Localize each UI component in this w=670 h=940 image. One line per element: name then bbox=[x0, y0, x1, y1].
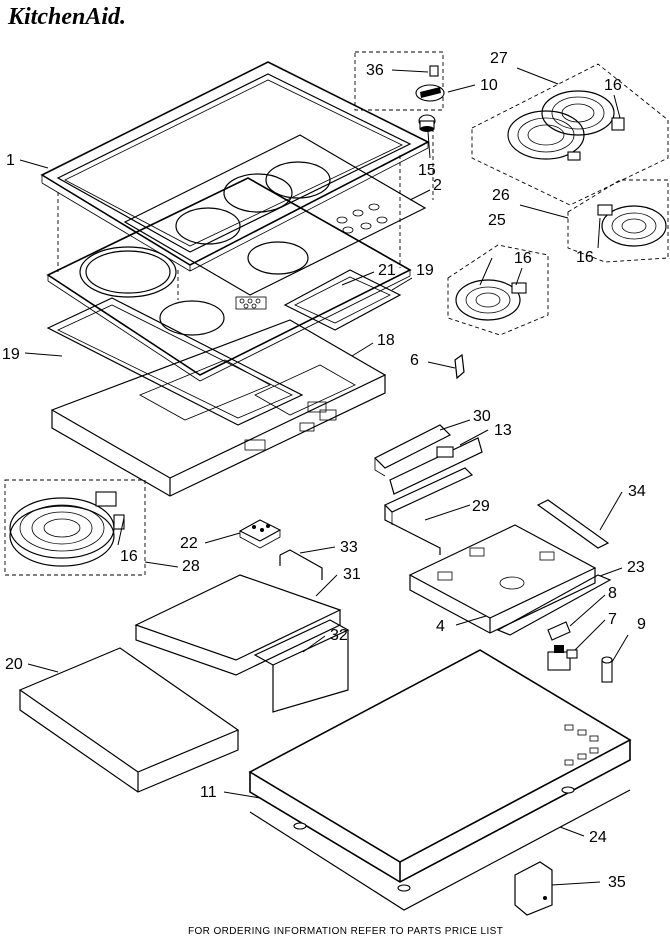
callout-32: 32 bbox=[330, 627, 348, 644]
part-21-gasket bbox=[283, 269, 402, 331]
callout-4: 4 bbox=[436, 618, 445, 635]
callout-31: 31 bbox=[343, 566, 361, 583]
callout-25: 25 bbox=[488, 212, 506, 229]
part-15-knob-base bbox=[418, 114, 436, 132]
kitchenaid-logo: KitchenAid. bbox=[7, 4, 126, 30]
callout-33: 33 bbox=[340, 539, 358, 556]
part-23-rail bbox=[496, 574, 612, 636]
callout-21: 21 bbox=[378, 262, 396, 279]
part-18-chassis bbox=[50, 319, 387, 497]
element-27-box bbox=[471, 63, 669, 206]
part-34-strip bbox=[536, 499, 610, 549]
callout-11: 11 bbox=[200, 784, 217, 801]
callout-29: 29 bbox=[472, 498, 490, 515]
callout-24: 24 bbox=[589, 829, 607, 846]
callout-10: 10 bbox=[480, 77, 498, 94]
cooktop-glass-panel bbox=[46, 177, 412, 382]
callout-34: 34 bbox=[628, 483, 646, 500]
callout-13: 13 bbox=[494, 422, 512, 439]
part-36-knob-insert bbox=[429, 65, 439, 77]
part-6-clip bbox=[454, 353, 465, 380]
callout-27: 27 bbox=[490, 50, 508, 67]
callout-19-right: 19 bbox=[416, 262, 434, 279]
part-1-trim-frame bbox=[40, 61, 430, 272]
callout-15: 15 bbox=[418, 162, 436, 179]
callout-16-small: 16 bbox=[514, 250, 532, 267]
callout-1: 1 bbox=[6, 152, 15, 169]
part-20-tray bbox=[18, 647, 240, 793]
part-28-element bbox=[9, 491, 125, 567]
part-7-switch bbox=[547, 645, 578, 671]
callout-30: 30 bbox=[473, 408, 491, 425]
element-26-box bbox=[567, 179, 669, 263]
callout-16-mid: 16 bbox=[576, 249, 594, 266]
part-19-gasket bbox=[46, 297, 304, 426]
callout-36: 36 bbox=[366, 62, 384, 79]
callout-18: 18 bbox=[377, 332, 395, 349]
part-30-bracket bbox=[373, 424, 452, 477]
callout-35: 35 bbox=[608, 874, 626, 891]
callout-19-left: 19 bbox=[2, 346, 20, 363]
knob-group-box bbox=[354, 51, 444, 111]
callout-8: 8 bbox=[608, 585, 617, 602]
callout-9: 9 bbox=[637, 616, 646, 633]
part-33-bracket bbox=[279, 549, 323, 580]
element-28-box bbox=[4, 479, 146, 576]
callout-28: 28 bbox=[182, 558, 200, 575]
part-26-element bbox=[597, 204, 667, 247]
callout-26: 26 bbox=[492, 187, 510, 204]
callout-labels: 1 2 36 10 15 27 16 26 16 25 16 21 19 19 … bbox=[2, 50, 646, 891]
alignment-lines bbox=[57, 128, 434, 300]
part-32-bracket bbox=[253, 619, 350, 713]
callout-16-top: 16 bbox=[604, 77, 622, 94]
part-35-bracket bbox=[514, 861, 553, 916]
part-4-control-box bbox=[408, 524, 597, 634]
part-9-light bbox=[601, 656, 613, 683]
part-8-bracket bbox=[547, 621, 571, 641]
callout-7: 7 bbox=[608, 611, 617, 628]
part-31-bracket bbox=[134, 574, 342, 676]
part-29-bracket bbox=[383, 467, 474, 555]
part-2-glass-top bbox=[123, 134, 427, 296]
leader-lines bbox=[19, 67, 629, 886]
part-10-knob bbox=[415, 84, 445, 102]
element-25-box bbox=[447, 244, 549, 336]
callout-6: 6 bbox=[410, 352, 419, 369]
footer-note: FOR ORDERING INFORMATION REFER TO PARTS … bbox=[188, 926, 503, 937]
callout-16-large: 16 bbox=[120, 548, 138, 565]
part-27-double-element bbox=[507, 90, 625, 161]
callout-2: 2 bbox=[433, 177, 442, 194]
part-13-terminal bbox=[389, 437, 483, 495]
part-11-base-pan bbox=[248, 649, 632, 883]
part-25-element bbox=[455, 279, 527, 321]
part-24-insulation bbox=[249, 786, 631, 911]
part-22-block bbox=[238, 519, 282, 549]
callout-23: 23 bbox=[627, 559, 645, 576]
callout-22: 22 bbox=[180, 535, 198, 552]
callout-20: 20 bbox=[5, 656, 23, 673]
